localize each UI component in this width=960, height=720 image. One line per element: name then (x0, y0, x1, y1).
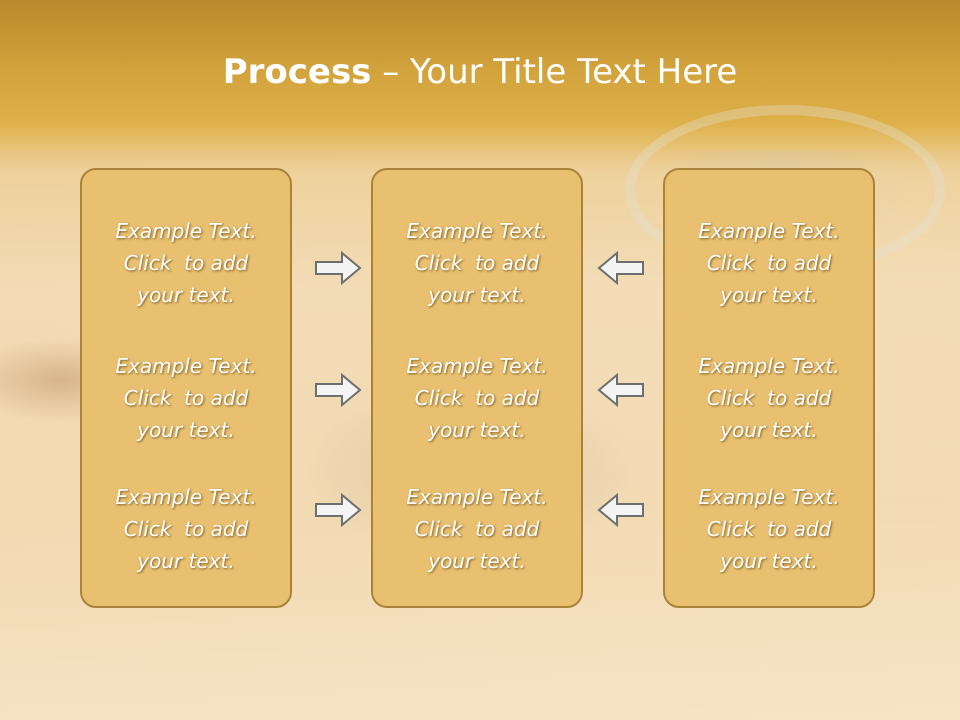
arrow-right-icon (315, 492, 362, 528)
arrow-left-icon (597, 492, 644, 528)
text-item[interactable]: Example Text. Click to add your text. (373, 215, 581, 311)
text-item[interactable]: Example Text. Click to add your text. (82, 350, 290, 446)
text-line: your text. (720, 418, 818, 442)
text-item[interactable]: Example Text. Click to add your text. (373, 350, 581, 446)
text-line: Example Text. (115, 485, 257, 509)
text-line: Example Text. (698, 354, 840, 378)
text-line: your text. (428, 283, 526, 307)
text-line: Click to add (123, 517, 249, 541)
text-item[interactable]: Example Text. Click to add your text. (82, 215, 290, 311)
process-box-left[interactable]: Example Text. Click to add your text. Ex… (80, 168, 292, 608)
arrow-left-icon (597, 372, 644, 408)
arrow-right-icon (315, 372, 362, 408)
text-line: Example Text. (115, 354, 257, 378)
text-line: Example Text. (406, 485, 548, 509)
text-line: your text. (137, 549, 235, 573)
text-item[interactable]: Example Text. Click to add your text. (665, 215, 873, 311)
text-line: Example Text. (406, 354, 548, 378)
text-line: Example Text. (698, 485, 840, 509)
text-line: Example Text. (698, 219, 840, 243)
process-box-center[interactable]: Example Text. Click to add your text. Ex… (371, 168, 583, 608)
text-line: Click to add (414, 251, 540, 275)
arrow-left-icon (597, 250, 644, 286)
text-line: Click to add (123, 251, 249, 275)
process-box-right[interactable]: Example Text. Click to add your text. Ex… (663, 168, 875, 608)
text-line: Click to add (414, 386, 540, 410)
text-line: your text. (428, 418, 526, 442)
text-line: your text. (720, 549, 818, 573)
text-line: Click to add (414, 517, 540, 541)
text-item[interactable]: Example Text. Click to add your text. (82, 481, 290, 577)
text-line: Click to add (706, 251, 832, 275)
text-line: Click to add (123, 386, 249, 410)
text-line: Click to add (706, 517, 832, 541)
title-rest: – Your Title Text Here (371, 52, 738, 92)
text-line: your text. (137, 418, 235, 442)
title-bold: Process (222, 52, 372, 92)
arrow-right-icon (315, 250, 362, 286)
text-line: your text. (428, 549, 526, 573)
text-line: Example Text. (406, 219, 548, 243)
text-item[interactable]: Example Text. Click to add your text. (665, 350, 873, 446)
slide-title[interactable]: Process – Your Title Text Here (0, 52, 960, 92)
text-item[interactable]: Example Text. Click to add your text. (373, 481, 581, 577)
text-line: your text. (720, 283, 818, 307)
text-line: Click to add (706, 386, 832, 410)
text-line: your text. (137, 283, 235, 307)
text-line: Example Text. (115, 219, 257, 243)
text-item[interactable]: Example Text. Click to add your text. (665, 481, 873, 577)
